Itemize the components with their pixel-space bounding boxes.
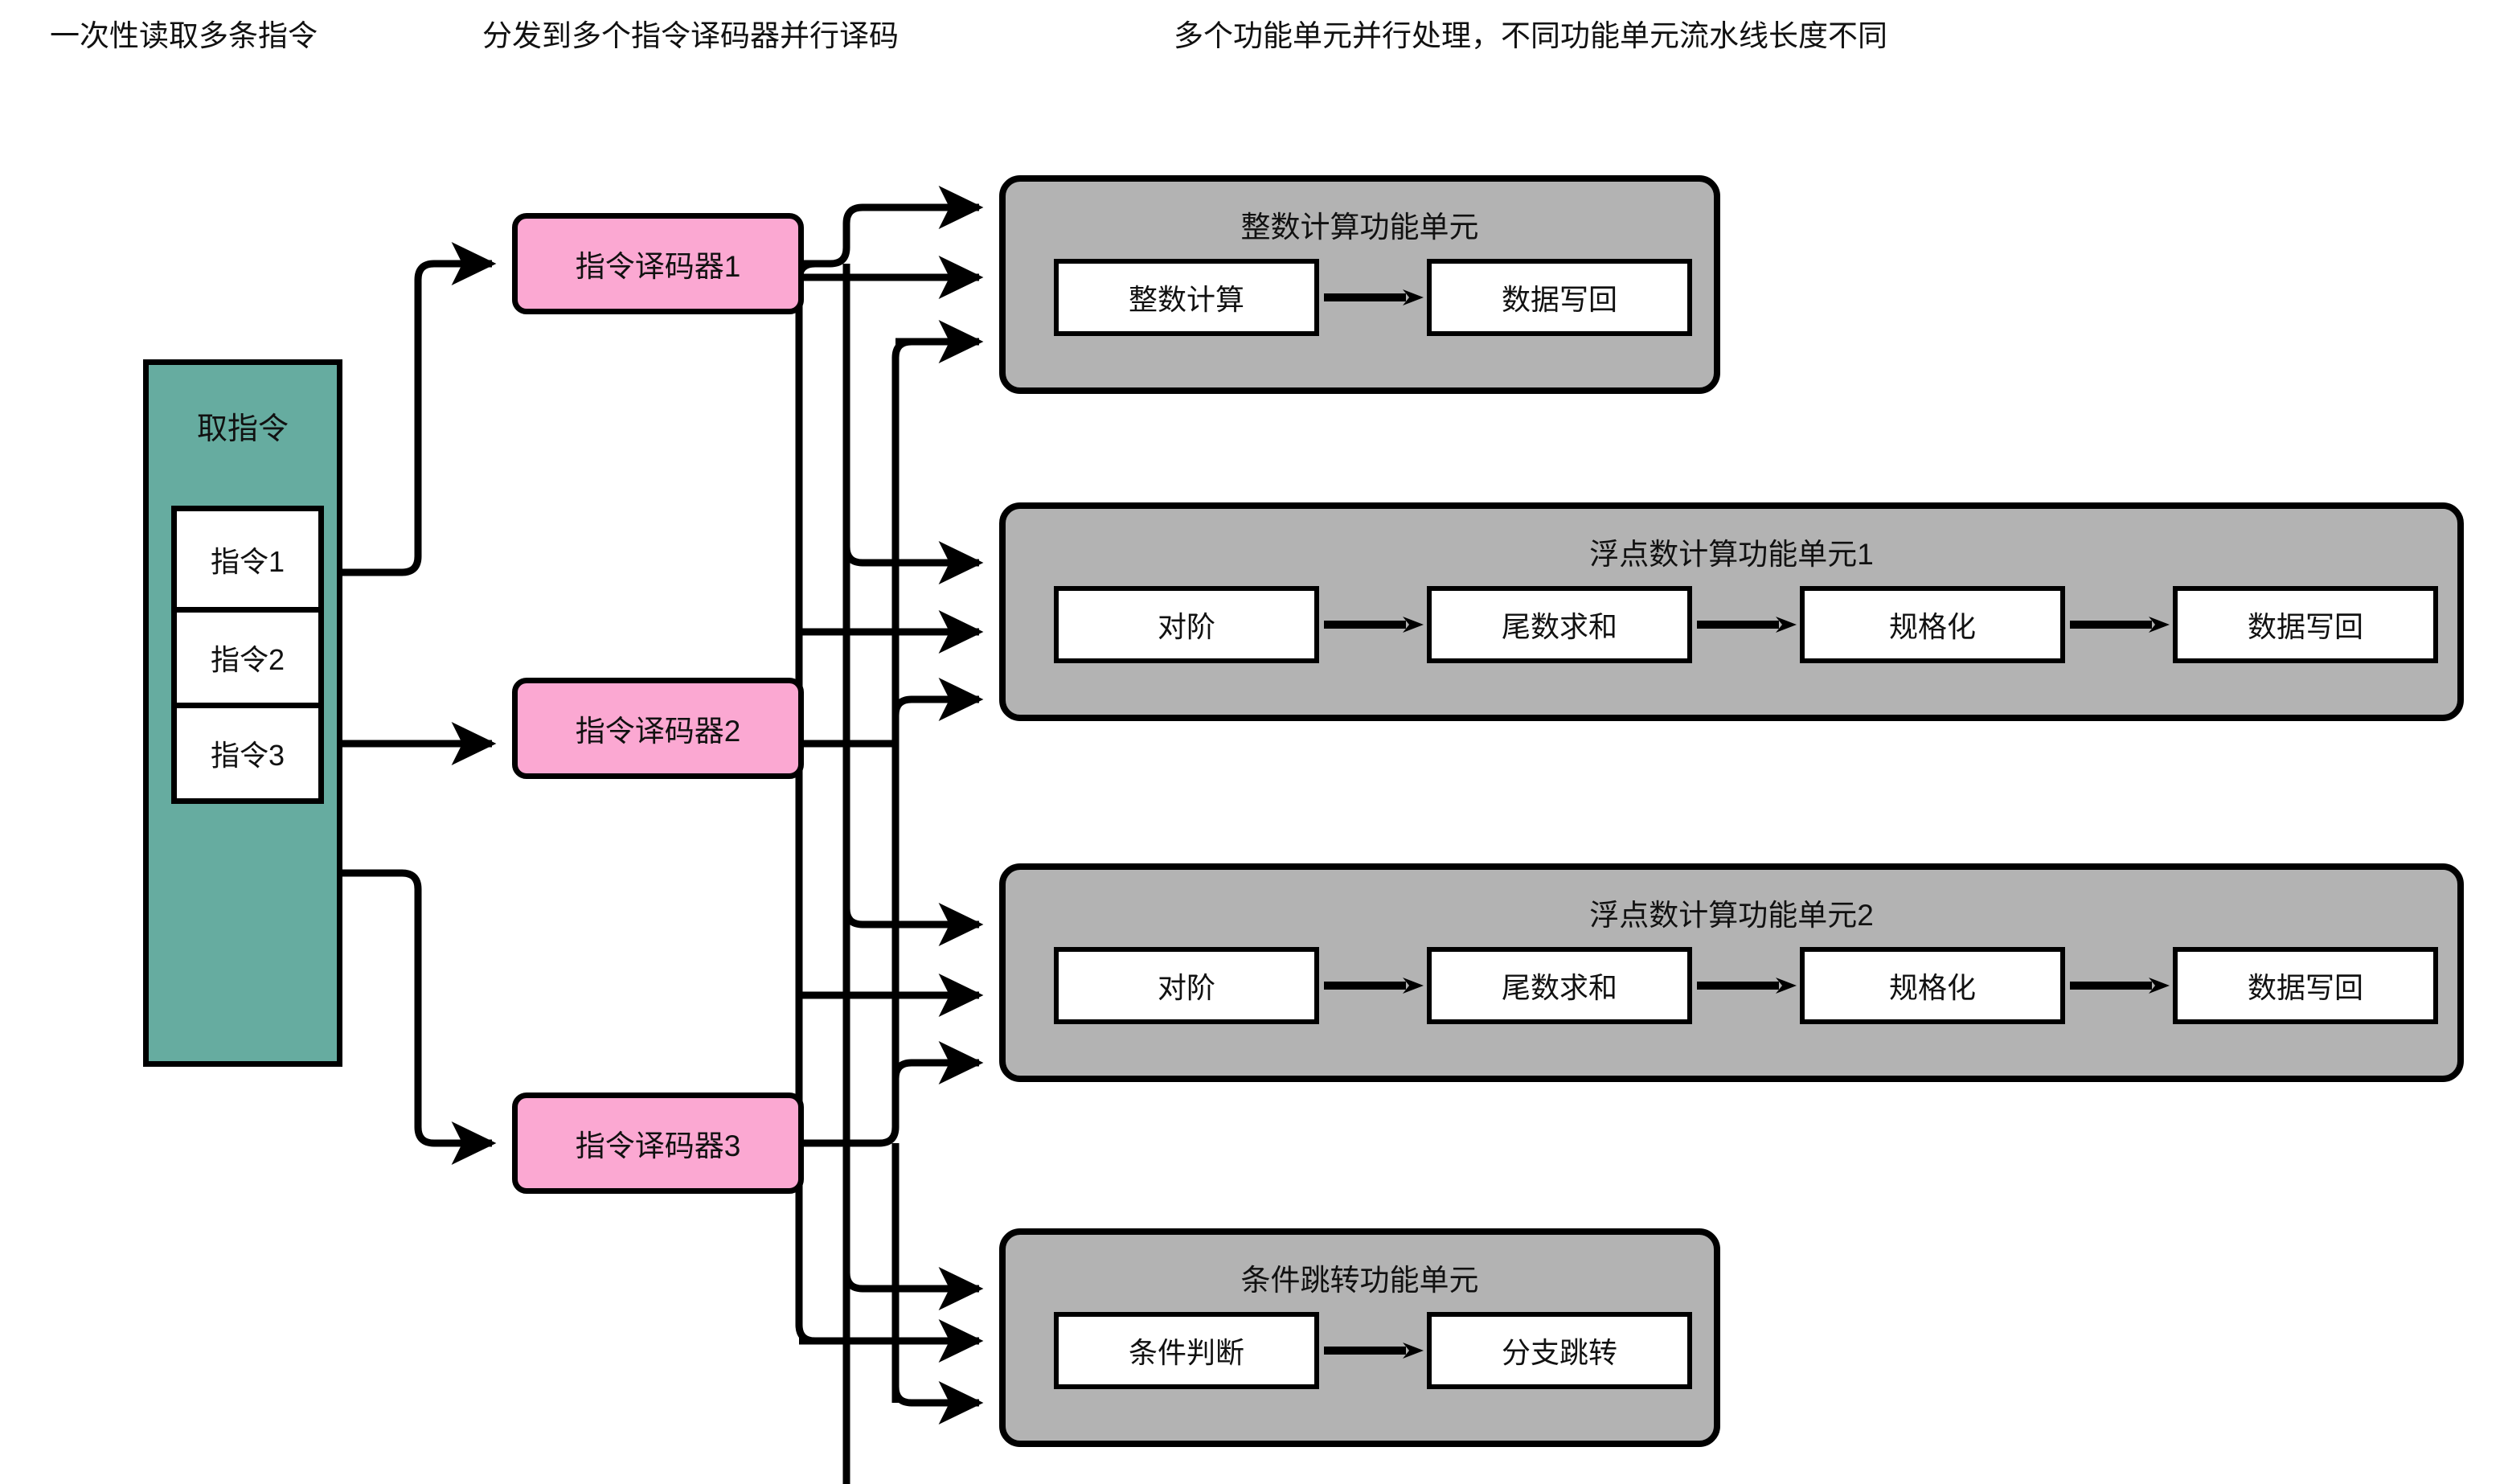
wire-instr1-to-decoder1 (342, 242, 497, 576)
pipeline-stages-float-1: 对阶 尾数求和 规格化 数据写回 (1006, 586, 2457, 663)
stage-arrow-icon (1319, 287, 1427, 308)
decode-stage-caption: 分发到多个指令译码器并行译码 (482, 19, 899, 52)
functional-unit-float-2-title: 浮点数计算功能单元2 (1589, 899, 1874, 932)
instruction-item-1[interactable]: 指令1 (177, 511, 318, 607)
execute-stage-caption: 多个功能单元并行处理，不同功能单元流水线长度不同 (1174, 19, 1887, 52)
wire-instr3-to-decoder3 (342, 869, 497, 1165)
stage-arrow-icon (2065, 614, 2173, 635)
functional-unit-float-1: 浮点数计算功能单元1 对阶 尾数求和 规格化 数据写回 (999, 502, 2464, 721)
stage-arrow-icon (1692, 614, 1800, 635)
stage-normalize[interactable]: 规格化 (1800, 947, 2065, 1024)
stage-normalize[interactable]: 规格化 (1800, 586, 2065, 663)
fetch-unit-title: 取指令 (196, 412, 289, 446)
instruction-decoder-3[interactable]: 指令译码器3 (512, 1093, 804, 1194)
stage-writeback[interactable]: 数据写回 (2173, 586, 2438, 663)
stage-condition-evaluate[interactable]: 条件判断 (1054, 1312, 1319, 1389)
wire-decoder3-to-float2-unit (891, 1041, 984, 1084)
instruction-item-2[interactable]: 指令2 (177, 607, 318, 703)
functional-unit-branch: 条件跳转功能单元 条件判断 分支跳转 (999, 1228, 1720, 1447)
wire-decoder3-trunk-lower (891, 1143, 984, 1425)
stage-writeback[interactable]: 数据写回 (2173, 947, 2438, 1024)
instruction-item-3[interactable]: 指令3 (177, 703, 318, 798)
wire-decoder3-to-float1-unit (891, 678, 984, 721)
fetch-stage-caption: 一次性读取多条指令 (50, 19, 318, 52)
stage-arrow-icon (1692, 975, 1800, 996)
stage-arrow-icon (1319, 1340, 1427, 1361)
wire-decoder2-trunk-up (779, 260, 816, 748)
stage-arrow-icon (1319, 975, 1427, 996)
wire-decoder2-trunk-down (795, 744, 816, 1345)
functional-unit-float-1-title: 浮点数计算功能单元1 (1589, 538, 1874, 571)
stage-align-exponent[interactable]: 对阶 (1054, 586, 1319, 663)
wire-decoder1-to-integer-unit (804, 186, 984, 268)
stage-mantissa-sum[interactable]: 尾数求和 (1427, 586, 1692, 663)
stage-arrow-icon (2065, 975, 2173, 996)
fetch-unit: 取指令 指令1 指令2 指令3 (143, 359, 342, 1067)
wire-decoder1-to-float1-unit (842, 541, 984, 584)
instruction-decoder-2[interactable]: 指令译码器2 (512, 678, 804, 779)
instruction-decoder-1[interactable]: 指令译码器1 (512, 213, 804, 314)
wire-decoder1-to-float2-unit (842, 903, 984, 946)
functional-unit-float-2: 浮点数计算功能单元2 对阶 尾数求和 规格化 数据写回 (999, 863, 2464, 1082)
instruction-queue: 指令1 指令2 指令3 (171, 506, 324, 804)
wire-decoder3-trunk (804, 338, 912, 1147)
stage-writeback[interactable]: 数据写回 (1427, 259, 1692, 336)
pipeline-stages-integer: 整数计算 数据写回 (1006, 259, 1714, 336)
functional-unit-integer: 整数计算功能单元 整数计算 数据写回 (999, 175, 1720, 394)
functional-unit-branch-title: 条件跳转功能单元 (1240, 1264, 1479, 1297)
pipeline-stages-float-2: 对阶 尾数求和 规格化 数据写回 (1006, 947, 2457, 1024)
functional-unit-integer-title: 整数计算功能单元 (1240, 211, 1479, 244)
stage-align-exponent[interactable]: 对阶 (1054, 947, 1319, 1024)
pipeline-stages-branch: 条件判断 分支跳转 (1006, 1312, 1714, 1389)
stage-arrow-icon (1319, 614, 1427, 635)
wire-decoder1-to-branch-unit (842, 1267, 984, 1310)
stage-integer-compute[interactable]: 整数计算 (1054, 259, 1319, 336)
stage-mantissa-sum[interactable]: 尾数求和 (1427, 947, 1692, 1024)
stage-branch-jump[interactable]: 分支跳转 (1427, 1312, 1692, 1389)
